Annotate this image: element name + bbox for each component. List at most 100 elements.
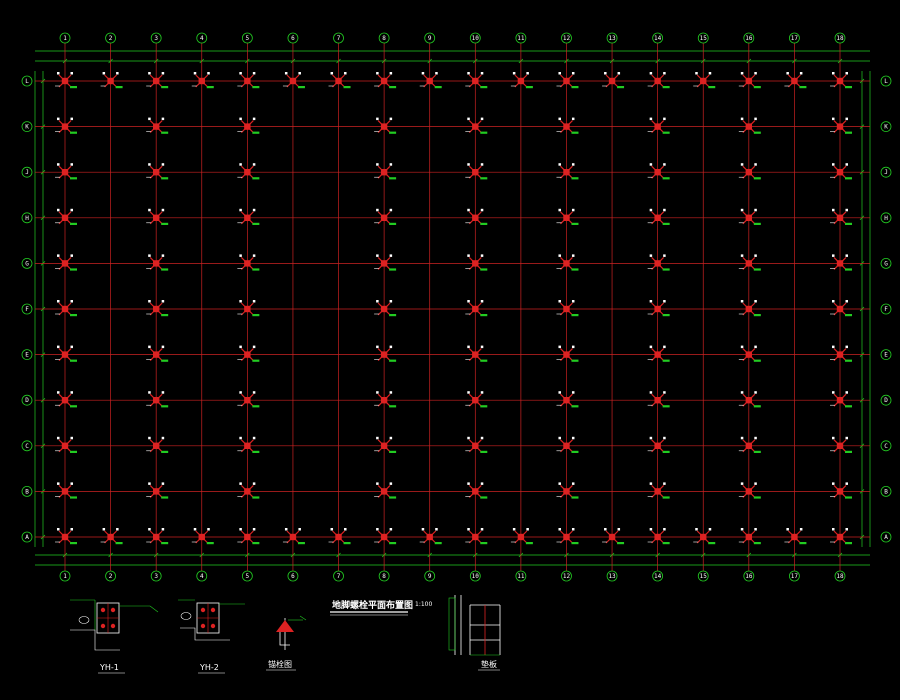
anchor-tick	[649, 345, 653, 349]
anchor-tag-box	[662, 450, 670, 453]
detail-anchor-label: 锚栓图	[268, 659, 292, 669]
anchor-tick	[604, 528, 607, 531]
anchor-tag-box	[389, 542, 397, 545]
axis-bubble-circle	[21, 440, 33, 452]
anchor-bolt-5-F	[237, 300, 260, 317]
anchor-tick	[70, 163, 73, 166]
anchor-bolt-line	[468, 256, 482, 270]
anchor-tick	[161, 528, 165, 531]
anchor-bolt-12-H	[556, 208, 579, 225]
anchor-bolt-line	[833, 484, 847, 498]
anchor-bolt-line	[651, 484, 665, 498]
anchor-bolt-line	[423, 74, 437, 88]
axis-bubble-circle	[789, 570, 800, 582]
anchor-tag-box	[161, 314, 169, 317]
anchor-tag-box	[252, 359, 260, 362]
anchor-tag-box	[662, 177, 670, 180]
anchor-bolt-16-F	[738, 300, 761, 317]
anchor-tag-box	[845, 314, 852, 317]
anchor-bolt-line	[833, 165, 847, 179]
axis-bubble-circle	[880, 121, 892, 132]
anchor-bolt-14-K	[647, 117, 670, 134]
anchor-bolt-10-B	[465, 482, 488, 499]
anchor-tag-box	[252, 450, 260, 453]
anchor-tag-box	[480, 314, 488, 317]
anchor-tick	[558, 208, 561, 212]
axis-bubble-row-B-left: B	[21, 485, 33, 497]
anchor-bolt-14-L	[647, 72, 670, 89]
anchor-tick	[239, 254, 242, 257]
anchor-bolt-1-D	[55, 391, 77, 408]
axis-bubble-label: 15	[700, 35, 708, 42]
anchor-bolt-line	[651, 74, 665, 88]
anchor-tick	[57, 528, 60, 531]
axis-bubble-row-L-left: L	[21, 75, 33, 87]
anchor-tick	[571, 436, 575, 440]
anchor-tick	[193, 72, 197, 75]
anchor-tag-box	[480, 268, 488, 271]
anchor-tick	[663, 391, 666, 394]
anchor-bolt-line	[240, 302, 254, 316]
anchor-bolt-line	[468, 348, 482, 362]
anchor-bolt-9-L	[419, 72, 442, 89]
axis-bubble-circle	[606, 570, 618, 582]
axis-bubble-circle	[880, 349, 892, 361]
anchor-tick	[161, 300, 165, 303]
anchor-bolt-line	[468, 530, 482, 544]
axis-bubble-col-18-bottom: 18	[834, 570, 846, 582]
anchor-tag-box	[343, 542, 351, 545]
axis-bubble-col-8-top: 8	[378, 32, 390, 44]
axis-bubble-row-B-right: B	[880, 485, 892, 497]
axis-bubble-label: 16	[745, 35, 753, 42]
anchor-tick	[832, 482, 835, 485]
anchor-tick	[239, 163, 242, 166]
anchor-tag-box	[389, 131, 397, 134]
anchor-tick	[663, 254, 666, 257]
anchor-bolt-18-A	[830, 528, 852, 545]
anchor-tick	[663, 117, 666, 121]
anchor-tick	[832, 72, 835, 75]
detail-yh2-label: YH-2	[199, 663, 219, 672]
anchor-bolt-line	[742, 439, 756, 453]
anchor-tag-box	[617, 86, 625, 89]
anchor-bolt-line	[149, 120, 163, 134]
axis-bubble-circle	[378, 570, 390, 582]
anchor-tick	[754, 345, 757, 349]
anchor-tick	[571, 300, 575, 303]
anchor-bolt-14-A	[647, 528, 670, 545]
anchor-tick	[376, 117, 379, 121]
axis-bubble-label: 9	[428, 573, 432, 580]
anchor-bolt-6-L	[282, 72, 305, 89]
anchor-bolt-line	[377, 439, 391, 453]
anchor-tick	[252, 482, 256, 485]
anchor-bolt-line	[605, 530, 619, 544]
anchor-tick	[512, 528, 516, 531]
anchor-bolt-6-A	[282, 528, 305, 545]
anchor-tag-box	[708, 542, 716, 545]
anchor-bolt-line	[240, 120, 254, 134]
axis-bubble-circle	[424, 570, 436, 582]
axis-bubble-row-G-right: G	[880, 257, 892, 269]
anchor-tick	[161, 163, 165, 166]
anchor-bolt-10-G	[465, 254, 488, 271]
anchor-tick	[604, 72, 607, 75]
anchor-bolt-line	[149, 530, 163, 544]
axis-bubble-label: 7	[337, 573, 341, 580]
axis-bubble-label: 6	[291, 35, 295, 42]
anchor-tick	[526, 72, 529, 75]
anchor-tick	[148, 345, 151, 349]
anchor-tag-box	[480, 86, 488, 89]
anchor-bolt-line	[104, 74, 118, 88]
anchor-tick	[116, 528, 119, 531]
anchor-bolt-line	[651, 120, 665, 134]
anchor-tick	[695, 528, 698, 531]
anchor-tick	[845, 208, 848, 212]
anchor-bolt-3-F	[146, 300, 169, 317]
anchor-tick	[376, 436, 379, 440]
anchor-tag-box	[389, 405, 397, 408]
anchor-bolt-13-L	[602, 72, 625, 89]
anchor-tick	[389, 254, 393, 257]
anchor-bolt-3-E	[146, 345, 169, 362]
axis-bubble-label: C	[25, 443, 29, 450]
axis-bubble-label: A	[884, 534, 888, 541]
